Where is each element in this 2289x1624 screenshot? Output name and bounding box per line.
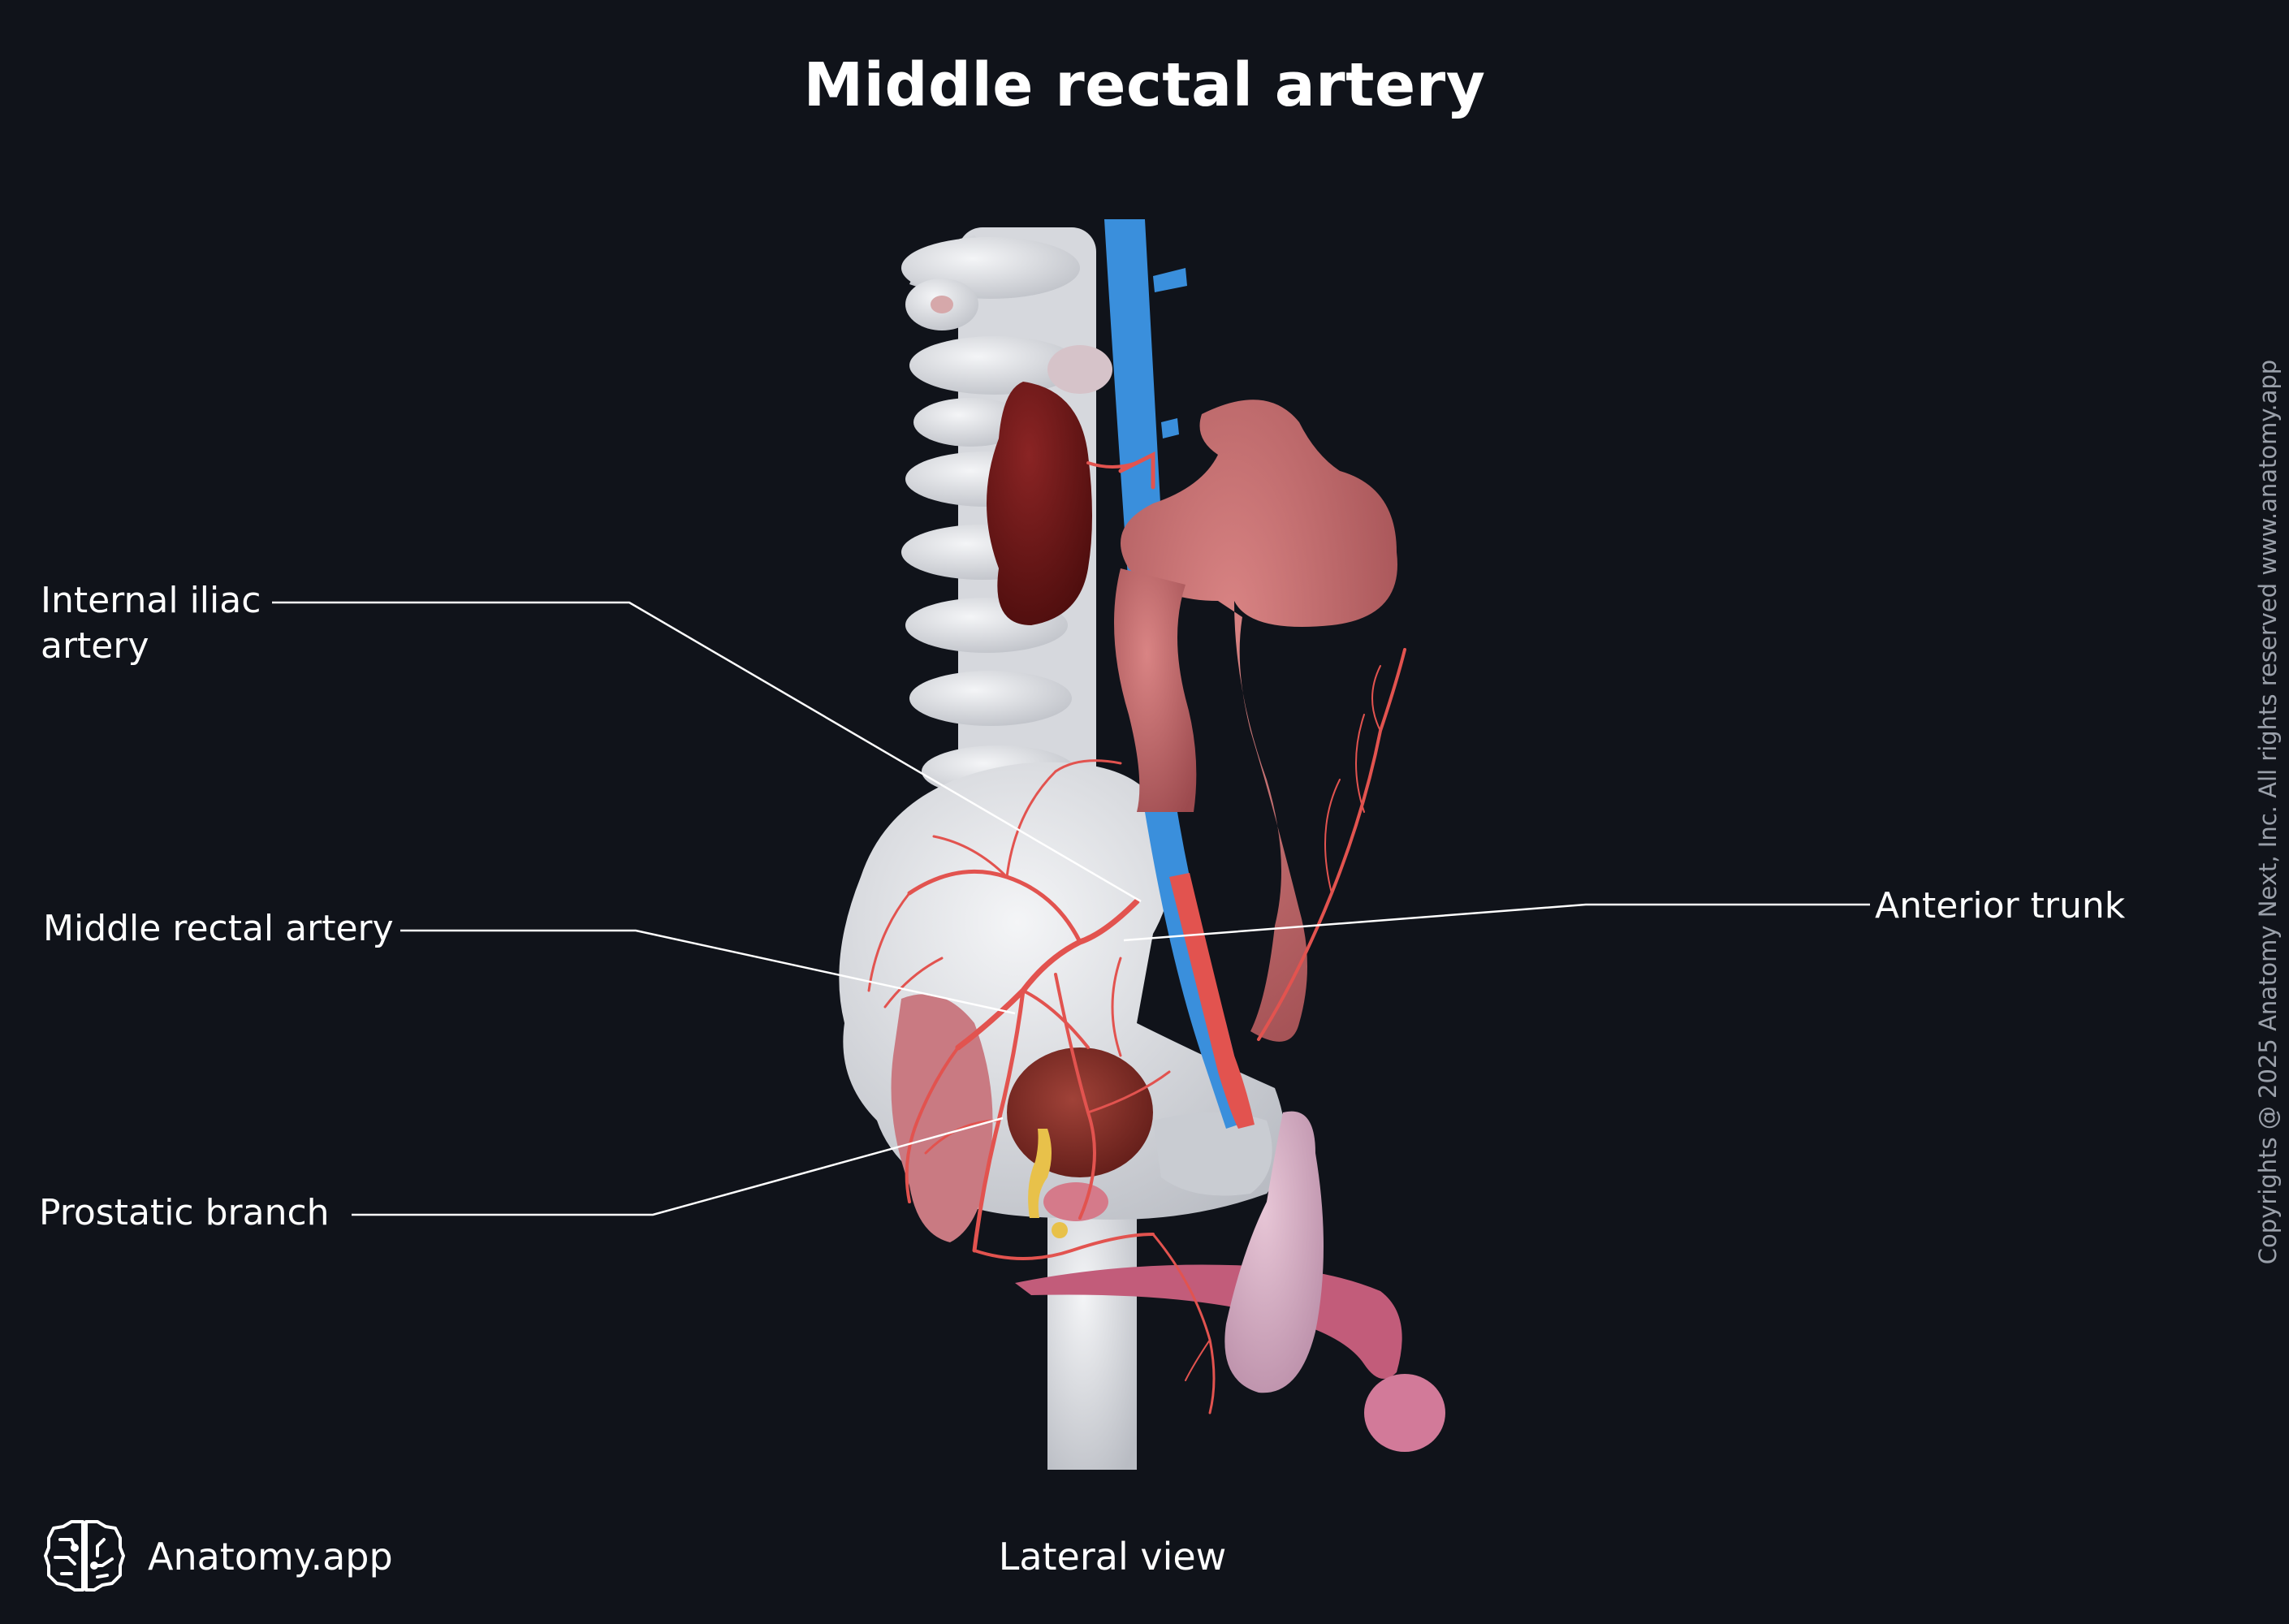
inferior-vena-cava xyxy=(1104,219,1250,1129)
scrotum xyxy=(1224,1111,1324,1393)
urinary-bladder xyxy=(1007,1047,1153,1177)
label-internal-iliac-line2: artery xyxy=(41,625,149,667)
leader-line-internal-iliac xyxy=(272,601,1142,903)
copyright-notice: Copyrights @ 2025 Anatomy Next, Inc. All… xyxy=(2254,359,2282,1265)
label-prostatic-branch: Prostatic branch xyxy=(39,1192,330,1233)
view-label: Lateral view xyxy=(998,1535,1227,1579)
external-iliac-artery xyxy=(1169,873,1255,1129)
leader-line-prostatic-branch xyxy=(352,1116,1004,1216)
seminal-vesicle xyxy=(1028,1129,1068,1238)
label-internal-iliac-line1: Internal iliac xyxy=(41,580,261,621)
brand-name: Anatomy.app xyxy=(148,1535,393,1579)
colon xyxy=(1114,400,1397,1042)
page-title: Middle rectal artery xyxy=(803,50,1486,120)
brain-icon xyxy=(44,1520,125,1592)
label-anterior-trunk: Anterior trunk xyxy=(1875,885,2126,926)
kidney xyxy=(987,345,1112,625)
leader-line-middle-rectal xyxy=(400,929,1016,1015)
femur xyxy=(1047,1202,1137,1470)
leader-lines xyxy=(272,601,1870,1216)
prostate xyxy=(1043,1182,1108,1221)
leader-line-anterior-trunk xyxy=(1123,903,1870,942)
rectum xyxy=(891,994,993,1242)
label-middle-rectal-artery: Middle rectal artery xyxy=(43,908,394,949)
